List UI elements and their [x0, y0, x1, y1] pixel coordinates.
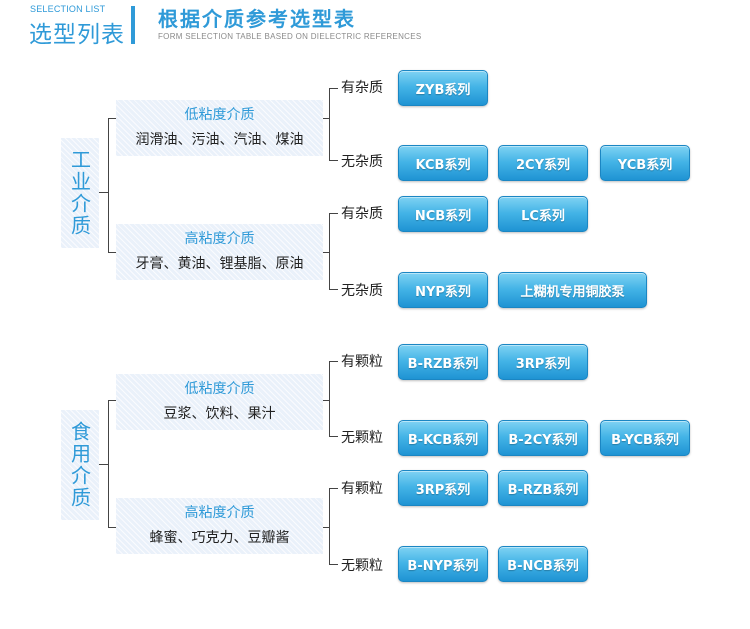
- product-button-copper-glue-pump[interactable]: 上糊机专用铜胶泵: [498, 272, 647, 308]
- product-button-b-rzb[interactable]: B-RZB系列: [498, 470, 588, 506]
- category-items: 蜂蜜、巧克力、豆瓣酱: [149, 530, 290, 546]
- product-button-ycb[interactable]: YCB系列: [600, 145, 690, 181]
- connector: [108, 400, 116, 401]
- category-items: 牙膏、黄油、锂基脂、原油: [135, 256, 304, 272]
- connector: [329, 361, 338, 362]
- condition-label: 有颗粒: [341, 354, 383, 370]
- group-food: 食用介质: [61, 410, 99, 520]
- connector: [323, 118, 330, 119]
- connector: [108, 118, 109, 252]
- header-label: 选型列表: [29, 22, 125, 48]
- page-title: 根据介质参考选型表: [158, 7, 356, 31]
- category-food-high: 高粘度介质 蜂蜜、巧克力、豆瓣酱: [116, 498, 323, 554]
- condition-label: 有杂质: [341, 80, 383, 96]
- connector: [329, 289, 338, 290]
- condition-label: 有颗粒: [341, 481, 383, 497]
- connector: [99, 464, 109, 465]
- product-button-b-nyp[interactable]: B-NYP系列: [398, 546, 488, 582]
- category-industrial-low: 低粘度介质 润滑油、污油、汽油、煤油: [116, 100, 323, 156]
- connector: [329, 436, 338, 437]
- product-button-3rp[interactable]: 3RP系列: [498, 344, 588, 380]
- group-industrial: 工业介质: [61, 138, 99, 248]
- connector: [329, 213, 338, 214]
- category-items: 豆浆、饮料、果汁: [163, 406, 276, 422]
- connector: [329, 361, 330, 437]
- product-button-ncb[interactable]: NCB系列: [398, 196, 488, 232]
- connector: [329, 564, 338, 565]
- category-title: 高粘度介质: [184, 231, 255, 247]
- connector: [329, 488, 338, 489]
- connector: [329, 160, 338, 161]
- product-button-3rp[interactable]: 3RP系列: [398, 470, 488, 506]
- product-button-b-ncb[interactable]: B-NCB系列: [498, 546, 588, 582]
- category-title: 高粘度介质: [184, 505, 255, 521]
- product-button-b-kcb[interactable]: B-KCB系列: [398, 420, 488, 456]
- product-button-b-rzb[interactable]: B-RZB系列: [398, 344, 488, 380]
- product-button-b-2cy[interactable]: B-2CY系列: [498, 420, 588, 456]
- condition-label: 无颗粒: [341, 558, 383, 574]
- product-button-2cy[interactable]: 2CY系列: [498, 145, 588, 181]
- connector: [323, 400, 330, 401]
- category-items: 润滑油、污油、汽油、煤油: [135, 132, 304, 148]
- product-button-kcb[interactable]: KCB系列: [398, 145, 488, 181]
- product-button-zyb[interactable]: ZYB系列: [398, 70, 488, 106]
- category-food-low: 低粘度介质 豆浆、饮料、果汁: [116, 374, 323, 430]
- category-industrial-high: 高粘度介质 牙膏、黄油、锂基脂、原油: [116, 224, 323, 280]
- connector: [108, 118, 116, 119]
- category-title: 低粘度介质: [184, 381, 255, 397]
- connector: [99, 192, 109, 193]
- condition-label: 无杂质: [341, 154, 383, 170]
- connector: [108, 400, 109, 528]
- connector: [329, 213, 330, 290]
- product-button-b-ycb[interactable]: B-YCB系列: [600, 420, 690, 456]
- product-button-lc[interactable]: LC系列: [498, 196, 588, 232]
- connector: [323, 252, 330, 253]
- header-divider: [131, 6, 135, 44]
- category-title: 低粘度介质: [184, 107, 255, 123]
- connector: [108, 527, 116, 528]
- condition-label: 有杂质: [341, 206, 383, 222]
- header-eyebrow: SELECTION LIST: [30, 4, 106, 14]
- condition-label: 无颗粒: [341, 430, 383, 446]
- page-subtitle: FORM SELECTION TABLE BASED ON DIELECTRIC…: [158, 32, 422, 41]
- connector: [329, 88, 330, 161]
- connector: [329, 88, 338, 89]
- connector: [108, 252, 116, 253]
- connector: [329, 488, 330, 565]
- condition-label: 无杂质: [341, 283, 383, 299]
- product-button-nyp[interactable]: NYP系列: [398, 272, 488, 308]
- connector: [323, 527, 330, 528]
